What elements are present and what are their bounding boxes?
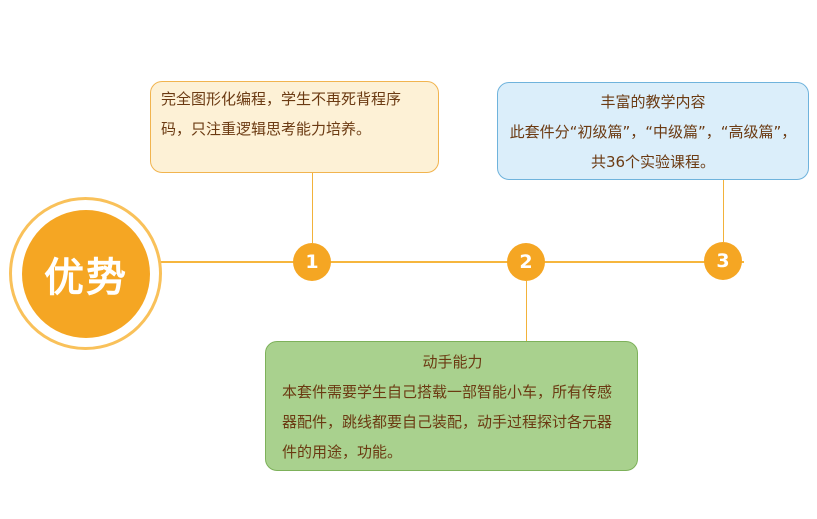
node-3-number: 3 [716, 250, 730, 272]
hub-circle: 优势 [22, 210, 150, 338]
advantage-box-2: 动手能力 本套件需要学生自己搭载一部智能小车，所有传感器配件，跳线都要自己装配，… [265, 341, 638, 471]
timeline-line [160, 261, 744, 263]
advantage-2-title: 动手能力 [422, 353, 483, 371]
node-1: 1 [293, 243, 331, 281]
connector-2 [526, 281, 527, 341]
advantage-2-text: 本套件需要学生自己搭载一部智能小车，所有传感器配件，跳线都要自己装配，动手过程探… [282, 383, 613, 461]
advantage-3-title: 丰富的教学内容 [600, 93, 706, 111]
advantage-box-1: 完全图形化编程，学生不再死背程序码，只注重逻辑思考能力培养。 [150, 81, 439, 173]
advantage-box-3: 丰富的教学内容 此套件分“初级篇”，“中级篇”，“高级篇”，共36个实验课程。 [497, 82, 809, 180]
advantage-1-text: 完全图形化编程，学生不再死背程序码，只注重逻辑思考能力培养。 [161, 90, 402, 138]
node-2: 2 [507, 243, 545, 281]
node-3: 3 [704, 242, 742, 280]
connector-1 [312, 173, 313, 243]
advantage-3-text: 此套件分“初级篇”，“中级篇”，“高级篇”，共36个实验课程。 [509, 123, 797, 171]
node-1-number: 1 [305, 251, 319, 273]
connector-3 [723, 180, 724, 242]
node-2-number: 2 [519, 251, 533, 273]
hub-label: 优势 [44, 255, 128, 301]
